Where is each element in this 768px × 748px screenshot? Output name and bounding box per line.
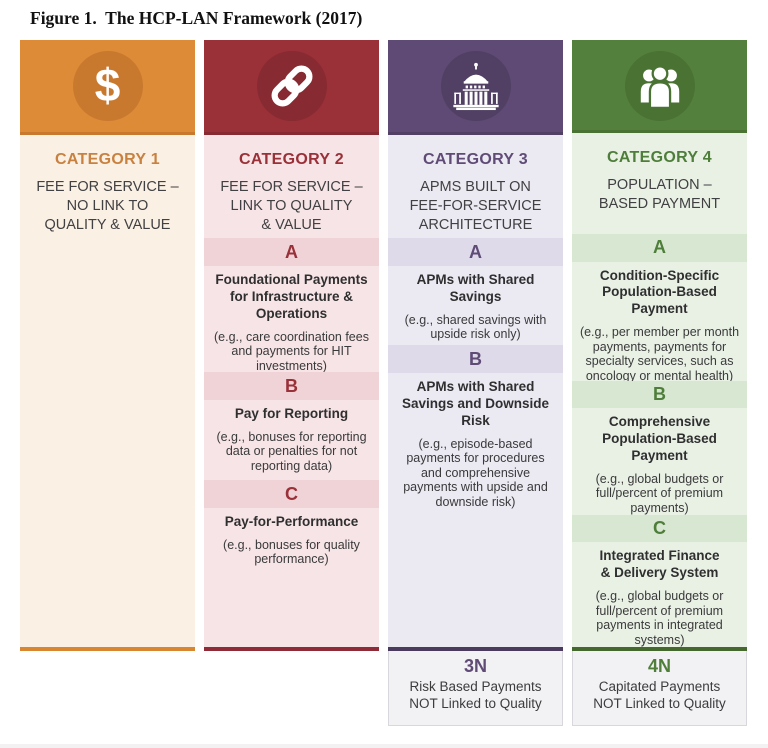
section-title: Foundational Payments for Infrastructure… bbox=[215, 272, 368, 321]
section-example: (e.g., shared savings with upside risk o… bbox=[404, 312, 547, 342]
icon-circle bbox=[256, 51, 327, 121]
section-body-a: Condition-Specific Population-Based Paym… bbox=[572, 261, 747, 383]
column-category-4: CATEGORY 4 POPULATION – BASED PAYMENT A … bbox=[572, 40, 747, 726]
category-2-title-area: CATEGORY 2 FEE FOR SERVICE – LINK TO QUA… bbox=[204, 135, 379, 238]
section-band-a: A bbox=[572, 234, 747, 262]
footer-text: Capitated Payments NOT Linked to Quality bbox=[593, 678, 726, 711]
category-3-header bbox=[388, 40, 563, 135]
section-letter: A bbox=[469, 241, 482, 262]
category-label: CATEGORY 3 bbox=[423, 151, 528, 168]
icon-circle bbox=[624, 51, 695, 121]
section-letter: A bbox=[285, 241, 298, 262]
column-main: CATEGORY 4 POPULATION – BASED PAYMENT A … bbox=[572, 40, 747, 651]
category-name: FEE FOR SERVICE – LINK TO QUALITY & VALU… bbox=[220, 179, 363, 233]
section-band-a: A bbox=[388, 238, 563, 266]
figure-title: Figure 1. The HCP-LAN Framework (2017) bbox=[30, 8, 363, 28]
footer-3n: 3N Risk Based Payments NOT Linked to Qua… bbox=[388, 651, 563, 726]
section-title: Pay for Reporting bbox=[234, 406, 349, 421]
section-band-b: B bbox=[204, 372, 379, 400]
column-main: CATEGORY 2 FEE FOR SERVICE – LINK TO QUA… bbox=[204, 40, 379, 651]
category-label: CATEGORY 2 bbox=[239, 151, 344, 168]
section-example: (e.g., per member per month payments, pa… bbox=[579, 325, 740, 383]
section-example: (e.g., bonuses for quality performance) bbox=[223, 537, 360, 567]
section-letter: B bbox=[653, 383, 666, 404]
dollar-sign-icon: $ bbox=[94, 59, 121, 111]
bottom-bar bbox=[572, 647, 747, 651]
section-example: (e.g., global budgets or full/percent of… bbox=[595, 471, 724, 515]
section-body-b: Comprehensive Population-Based Payment (… bbox=[572, 407, 747, 515]
section-body-a: APMs with Shared Savings (e.g., shared s… bbox=[388, 266, 563, 345]
bottom-bar bbox=[204, 647, 379, 651]
icon-circle bbox=[440, 51, 511, 121]
section-body-c: Integrated Finance & Delivery System (e.… bbox=[572, 542, 747, 648]
category-label: CATEGORY 4 bbox=[607, 149, 712, 167]
footer-code: 4N bbox=[647, 656, 671, 676]
section-band-c: C bbox=[572, 514, 747, 543]
section-band-b: B bbox=[572, 380, 747, 408]
bottom-bar bbox=[388, 647, 563, 651]
chain-link-icon bbox=[271, 65, 312, 107]
category-name: APMS BUILT ON FEE-FOR-SERVICE ARCHITECTU… bbox=[409, 179, 542, 233]
people-group-icon bbox=[640, 65, 679, 110]
category-4-title-area: CATEGORY 4 POPULATION – BASED PAYMENT bbox=[572, 133, 747, 235]
section-letter: B bbox=[285, 375, 298, 396]
category-label: CATEGORY 1 bbox=[55, 151, 160, 168]
category-name: FEE FOR SERVICE – NO LINK TO QUALITY & V… bbox=[36, 179, 179, 233]
section-example: (e.g., care coordination fees and paymen… bbox=[214, 329, 369, 373]
section-band-a: A bbox=[204, 238, 379, 266]
section-letter: B bbox=[469, 348, 482, 369]
category-1-title-area: CATEGORY 1 FEE FOR SERVICE – NO LINK TO … bbox=[20, 135, 195, 647]
section-title: APMs with Shared Savings and Downside Ri… bbox=[401, 379, 550, 428]
section-body-c: Pay-for-Performance (e.g., bonuses for q… bbox=[204, 508, 379, 647]
category-2-header bbox=[204, 40, 379, 135]
section-title: APMs with Shared Savings bbox=[416, 272, 535, 304]
framework-columns: $ CATEGORY 1 FEE FOR SERVICE – NO LINK T… bbox=[20, 40, 747, 726]
column-main: CATEGORY 3 APMS BUILT ON FEE-FOR-SERVICE… bbox=[388, 40, 563, 651]
section-example: (e.g., bonuses for reporting data or pen… bbox=[216, 429, 367, 473]
section-band-c: C bbox=[204, 480, 379, 508]
column-category-3: CATEGORY 3 APMS BUILT ON FEE-FOR-SERVICE… bbox=[388, 40, 563, 726]
footer-code: 3N bbox=[463, 656, 487, 676]
section-letter: C bbox=[653, 518, 666, 539]
category-name: POPULATION – BASED PAYMENT bbox=[598, 177, 721, 212]
section-body-a: Foundational Payments for Infrastructure… bbox=[204, 266, 379, 373]
section-body-b: Pay for Reporting (e.g., bonuses for rep… bbox=[204, 400, 379, 480]
column-category-2: CATEGORY 2 FEE FOR SERVICE – LINK TO QUA… bbox=[204, 40, 379, 651]
section-body-b: APMs with Shared Savings and Downside Ri… bbox=[388, 373, 563, 647]
section-title: Integrated Finance & Delivery System bbox=[599, 548, 720, 581]
section-example: (e.g., episode-based payments for proced… bbox=[403, 436, 548, 509]
section-letter: C bbox=[285, 483, 298, 504]
category-3-title-area: CATEGORY 3 APMS BUILT ON FEE-FOR-SERVICE… bbox=[388, 135, 563, 238]
footer-4n: 4N Capitated Payments NOT Linked to Qual… bbox=[572, 651, 747, 726]
section-title: Condition-Specific Population-Based Paym… bbox=[599, 267, 720, 317]
column-category-1: $ CATEGORY 1 FEE FOR SERVICE – NO LINK T… bbox=[20, 40, 195, 651]
section-title: Pay-for-Performance bbox=[224, 514, 359, 529]
section-example: (e.g., global budgets or full/percent of… bbox=[595, 589, 724, 647]
category-1-header: $ bbox=[20, 40, 195, 135]
section-band-b: B bbox=[388, 345, 563, 373]
capitol-building-icon bbox=[452, 62, 499, 111]
footer-text: Risk Based Payments NOT Linked to Qualit… bbox=[409, 678, 542, 711]
section-title: Comprehensive Population-Based Payment bbox=[602, 413, 717, 463]
column-main: $ CATEGORY 1 FEE FOR SERVICE – NO LINK T… bbox=[20, 40, 195, 651]
bottom-bar bbox=[20, 647, 195, 651]
category-4-header bbox=[572, 40, 747, 134]
page-bottom-strip bbox=[0, 744, 768, 748]
section-letter: A bbox=[653, 237, 666, 258]
icon-circle: $ bbox=[72, 51, 143, 121]
